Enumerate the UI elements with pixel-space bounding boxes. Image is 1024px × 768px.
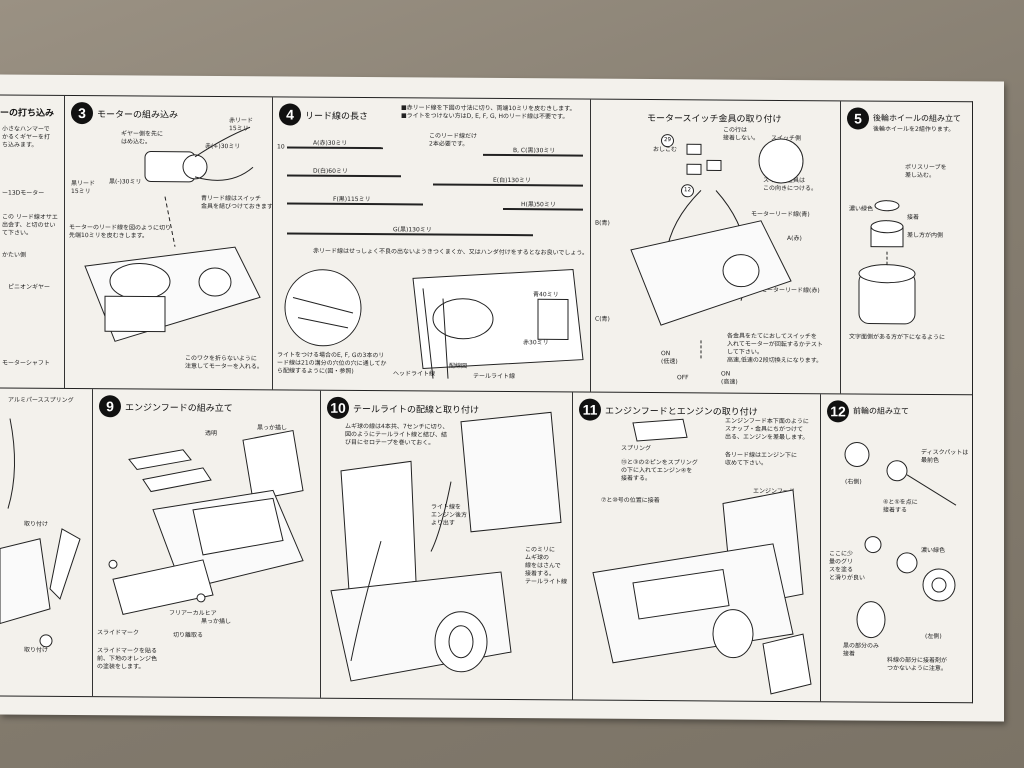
- panel-step-5: 5 後輪ホイールの組み立て 後輪ホイールを2組作ります。 ポリスリーブを 差し込…: [840, 101, 973, 395]
- wire-end-length: 10: [277, 143, 285, 151]
- note: て下さい。: [2, 229, 33, 237]
- note: 配線図: [449, 362, 468, 370]
- engine-install-illustration: [592, 418, 812, 695]
- panel-step-10: 10 テールライトの配線と取り付け ムギ球の線は4本共、7センチに切り、 図のよ…: [320, 390, 573, 700]
- front-wheel-illustration: [844, 441, 957, 639]
- note: ■ライトをつけない方はD, E, F, G, Hのリード線は不要です。: [401, 112, 569, 121]
- wire-label: H(黒)50ミリ: [521, 201, 556, 209]
- note: ち込みます。: [2, 141, 38, 149]
- motor-illustration: [84, 126, 261, 342]
- partial-assembly-illustration: [0, 418, 81, 648]
- wire-label: D(白)60ミリ: [313, 167, 348, 175]
- note: かたい側: [2, 251, 27, 259]
- step-number: 4: [279, 103, 301, 126]
- note: ピニオンギヤー: [8, 283, 51, 291]
- wire-label: A(赤)30ミリ: [313, 139, 348, 147]
- panel-step-switch: モータースイッチ金具の取り付け この行は 接着しない。 おしこむ スイッチ側 ス…: [590, 99, 841, 394]
- note: ライトをつける場合のE, F, Gの3本のリード線は21の溝分の穴位の穴に通して…: [277, 351, 387, 375]
- wire-label: B, C(黒)30ミリ: [513, 147, 556, 155]
- note: モーターシャフト: [2, 359, 50, 367]
- instruction-sheet: ーの打ち込み 小さなハンマーで かるくギヤーを打 ち込みます。 ー13Dモーター…: [0, 74, 1004, 722]
- wire-label: E(白)130ミリ: [493, 176, 531, 185]
- wire-label: G(黒)130ミリ: [393, 226, 432, 234]
- note: 2本必要です。: [429, 140, 469, 148]
- panel-step-4: 4 リード線の長さ ■赤リード線を下図の寸法に切り、両端10ミリを皮むきします。…: [272, 97, 591, 392]
- panel-title: リード線の長さ: [305, 111, 369, 123]
- wire-length-chart: [287, 146, 583, 237]
- panel-title: ーの打ち込み: [0, 108, 55, 119]
- note: ー13Dモーター: [2, 189, 45, 197]
- panel-step-3: 3 モーターの組み込み ギヤー側を先に はめ込む。 赤リード 15ミリ 赤(+)…: [64, 95, 273, 390]
- panel-step-11: 11 エンジンフードとエンジンの取り付け エンジンフード本下面のように スナップ…: [572, 392, 821, 702]
- panel-step-12: 12 前輪の組み立て ディスクパットは 最前色 (右側) ④と⑤を点に 接着する…: [820, 394, 973, 703]
- note: 青40ミリ: [533, 291, 559, 299]
- panel-step-9: 9 エンジンフードの組み立て 透明 黒っか描し スライドマーク フリアーカルヒア…: [92, 389, 321, 698]
- diagram-frame: ーの打ち込み 小さなハンマーで かるくギヤーを打 ち込みます。 ー13Dモーター…: [0, 94, 973, 704]
- note: 赤30ミリ: [523, 339, 549, 347]
- tail-light-illustration: [330, 411, 562, 682]
- panel-partial-left-top: ーの打ち込み 小さなハンマーで かるくギヤーを打 ち込みます。 ー13Dモーター…: [0, 95, 64, 387]
- rear-wheel-illustration: [858, 200, 916, 325]
- note: ヘッドライト線: [393, 370, 436, 378]
- note: テールライト線: [473, 372, 516, 381]
- wiring-illustration: [284, 268, 584, 379]
- engine-hood-illustration: [108, 429, 304, 615]
- part-number-badge: 29: [661, 134, 674, 148]
- wire-label: F(黒)115ミリ: [333, 195, 371, 204]
- panel-partial-left-bottom: アルミパーススプリング 取り付け 取り付け: [0, 388, 92, 696]
- switch-illustration: [630, 138, 804, 361]
- part-number-badge: 12: [681, 184, 694, 198]
